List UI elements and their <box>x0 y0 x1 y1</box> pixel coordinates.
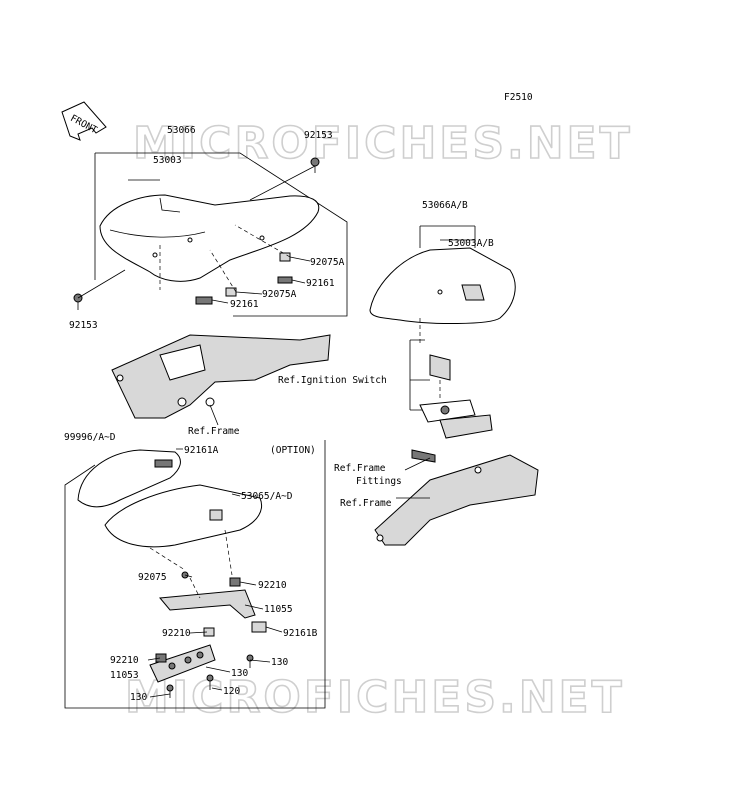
watermark-bottom: MICROFICHES.NET <box>125 672 625 723</box>
label-92161-2: 92161 <box>230 299 259 310</box>
label-92075A-1: 92075A <box>310 257 345 268</box>
label-99996: 99996/A~D <box>64 432 116 443</box>
option-group <box>64 440 326 709</box>
label-53066: 53066 <box>167 125 196 136</box>
label-11053: 11053 <box>110 670 139 681</box>
label-ref-frame-1: Ref.Frame <box>188 426 240 437</box>
label-130-1: 130 <box>271 657 288 668</box>
seat-cover-53065-shape <box>104 484 263 548</box>
label-92210-1: 92210 <box>258 580 287 591</box>
screw-92153-top <box>310 157 320 173</box>
label-53065: 53065/A~D <box>241 491 293 502</box>
damper-92075A-1 <box>279 252 291 262</box>
passenger-seat-shape <box>369 247 516 325</box>
label-ref-ignition-switch: Ref.Ignition Switch <box>278 375 387 386</box>
label-92161B: 92161B <box>283 628 318 639</box>
front-arrow-icon: FRONT <box>61 101 107 141</box>
label-92210-3: 92210 <box>110 655 139 666</box>
clip-92161-1 <box>277 276 293 284</box>
label-11055: 11055 <box>264 604 293 615</box>
label-ref-frame-fittings-2: Fittings <box>356 476 402 487</box>
label-92153-left: 92153 <box>69 320 98 331</box>
label-130-3: 130 <box>130 692 147 703</box>
clip-92161-2 <box>195 296 213 305</box>
label-120: 120 <box>223 686 240 697</box>
label-92075A-2: 92075A <box>262 289 297 300</box>
figure-code: F2510 <box>504 92 533 103</box>
main-seat-shape <box>99 194 320 282</box>
passenger-seat-group <box>369 225 539 546</box>
label-53003AB: 53003A/B <box>448 238 494 249</box>
main-seat-group <box>73 152 348 317</box>
label-option: (OPTION) <box>270 445 316 456</box>
clip-92161B <box>251 621 267 633</box>
label-53003: 53003 <box>153 155 182 166</box>
label-92210-2: 92210 <box>162 628 191 639</box>
label-92161-1: 92161 <box>306 278 335 289</box>
label-92153-top: 92153 <box>304 130 333 141</box>
label-130-2: 130 <box>231 668 248 679</box>
label-53066AB: 53066A/B <box>422 200 468 211</box>
label-92075: 92075 <box>138 572 167 583</box>
main-frame-left <box>111 334 331 426</box>
label-ref-frame-fittings-1: Ref.Frame <box>334 463 386 474</box>
label-92161A: 92161A <box>184 445 219 456</box>
watermark-top: MICROFICHES.NET <box>133 118 633 169</box>
label-ref-frame-2: Ref.Frame <box>340 498 392 509</box>
